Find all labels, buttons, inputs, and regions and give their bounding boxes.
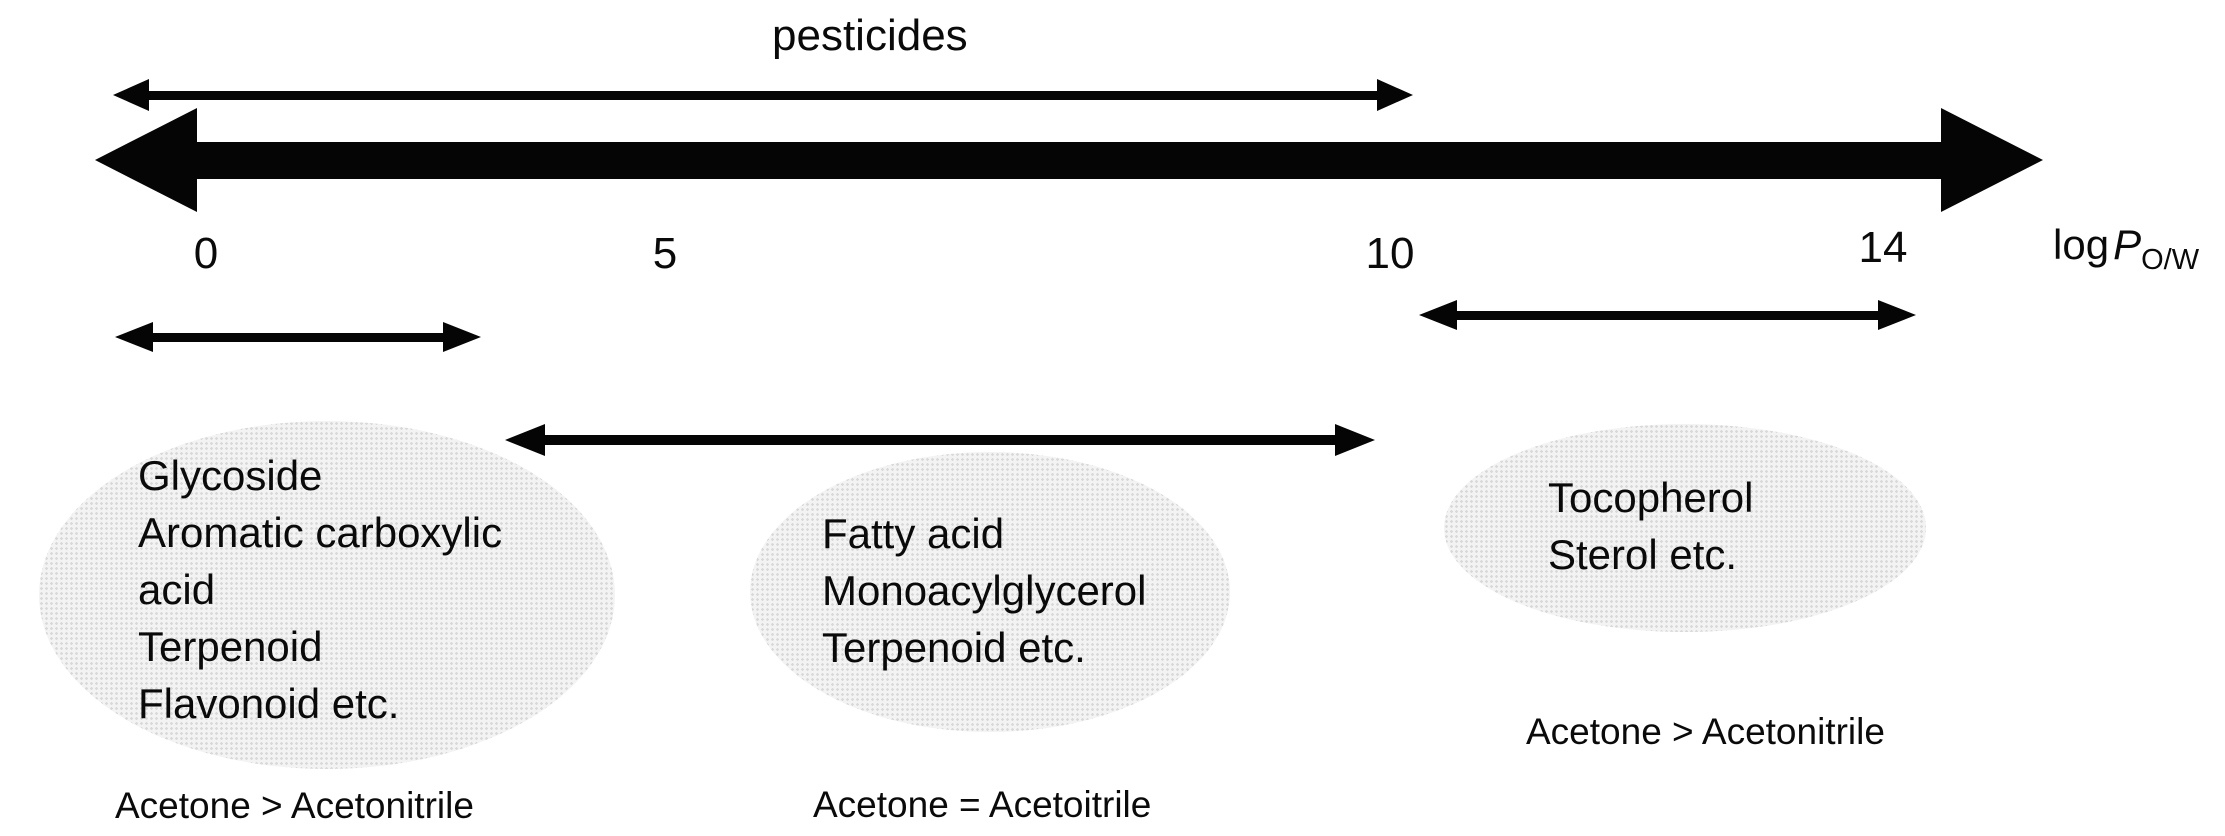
compound-line: acid xyxy=(138,566,216,613)
compound-line: Monoacylglycerol xyxy=(822,567,1147,614)
axis-label-subscript: O/W xyxy=(2141,244,2200,276)
tick-5: 5 xyxy=(652,229,678,278)
intermediate-compound-list: Fatty acid Monoacylglycerol Terpenoid et… xyxy=(822,505,1146,676)
axis-label-logpow: logPO/W xyxy=(2053,221,2199,284)
compound-line: Terpenoid xyxy=(138,623,323,670)
compound-line: Flavonoid etc. xyxy=(138,680,400,727)
hydrophilic-compound-list: Glycoside Aromatic carboxylic acid Terpe… xyxy=(138,447,502,732)
tick-14: 14 xyxy=(1858,223,1908,272)
tick-0: 0 xyxy=(193,229,219,278)
tick-10: 10 xyxy=(1365,229,1415,278)
axis-label-p: P xyxy=(2113,221,2142,268)
intermediate-solvent-caption: Acetone = Acetoitrile xyxy=(813,784,1152,825)
intermediate-ellipse xyxy=(750,452,1230,732)
compound-line: Fatty acid xyxy=(822,510,1005,557)
pesticides-label: pesticides xyxy=(772,11,968,60)
compound-line: Tocopherol xyxy=(1548,474,1754,521)
lipophilic-solvent-caption: Acetone > Acetonitrile xyxy=(1526,711,1885,752)
compound-line: Aromatic carboxylic xyxy=(138,509,503,556)
lipophilic-ellipse xyxy=(1444,424,1926,632)
axis-label-log: log xyxy=(2053,221,2110,268)
compound-line: Terpenoid etc. xyxy=(822,624,1086,671)
hydrophilic-ellipse xyxy=(39,421,615,769)
hydrophilic-solvent-caption: Acetone > Acetonitrile xyxy=(115,785,474,826)
lipophilic-compound-list: Tocopherol Sterol etc. xyxy=(1548,469,1753,583)
compound-line: Glycoside xyxy=(138,452,323,499)
compound-line: Sterol etc. xyxy=(1548,531,1738,578)
